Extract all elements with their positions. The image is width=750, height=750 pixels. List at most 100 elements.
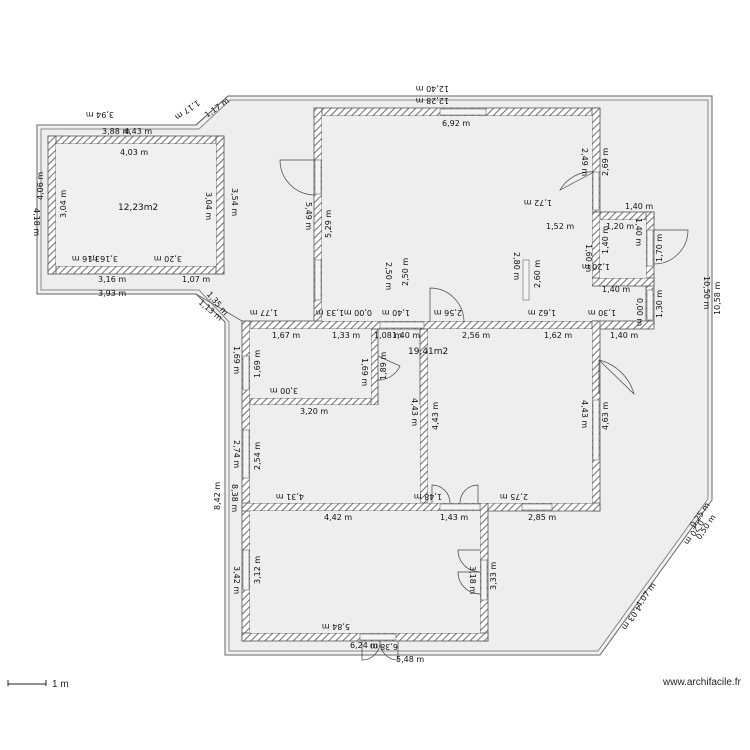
dim-label: 1,67 m <box>272 331 300 340</box>
dim-label: 3,20 m <box>154 254 182 263</box>
dim-label: 1,40 m <box>602 285 630 294</box>
dim-label: 1,69 m <box>253 350 262 378</box>
wall-openings <box>242 108 654 641</box>
area-label-hall: 19,41m2 <box>408 347 448 357</box>
diagonal-wall <box>195 95 229 126</box>
dim-label: 3,16 m <box>98 275 126 284</box>
dim-label: 2,50 m <box>401 258 410 286</box>
dim-label: 4,43 m <box>124 127 152 136</box>
dim-label: 2,80 m <box>512 252 521 280</box>
dim-label: 1,33 m <box>332 331 360 340</box>
scale-bar <box>7 680 47 686</box>
dim-label: 2,54 m <box>253 442 262 470</box>
dim-label: 1,07 m <box>182 275 210 284</box>
door-icon <box>379 640 399 661</box>
dim-label: 4,63 m <box>601 402 610 430</box>
door-icon <box>279 159 316 196</box>
dim-label: 2,49 m <box>580 148 589 176</box>
door-swings <box>279 159 689 661</box>
dim-label: 6,38 m <box>370 642 398 651</box>
area-label-garage: 12,23m2 <box>118 203 158 213</box>
dim-label: 4,42 m <box>324 513 352 522</box>
dim-label: 1,62 m <box>528 308 556 317</box>
dim-label: 1,77 m <box>250 308 278 317</box>
dim-label: 4,43 m <box>431 402 440 430</box>
dim-label: 12,40 m <box>416 84 449 93</box>
dim-label: 1,40 m <box>392 331 420 340</box>
dim-label: 0,00 m <box>344 308 372 317</box>
dim-label: 1,70 m <box>655 234 664 262</box>
dim-label: 8,38 m <box>230 484 239 512</box>
dim-label: 5,48 m <box>396 655 424 664</box>
dim-label: 6,24 m <box>350 641 378 650</box>
dim-label: 0,00 m <box>635 298 644 326</box>
scale-bar-label: 1 m <box>52 679 69 690</box>
dim-label: 1,40 m <box>634 218 643 246</box>
dim-label: 2,60 m <box>533 260 542 288</box>
dim-label: 1,43 m <box>440 513 468 522</box>
watermark: www.archifacile.fr <box>663 677 741 688</box>
dim-label: 1,17 m <box>173 98 201 122</box>
door-icon <box>598 359 635 396</box>
dim-label: 8,42 m <box>213 482 222 510</box>
dim-label: 3,18 m <box>468 566 477 594</box>
dim-label: 3,20 m <box>300 407 328 416</box>
dim-label: 4,06 m <box>36 172 45 200</box>
dim-label: 1,69 m <box>232 346 241 374</box>
dimension-labels: 12,40 m 12,28 m 6,92 m 1,17 m 1,17 m 3,9… <box>32 84 722 664</box>
dim-label: 1,72 m <box>524 198 552 207</box>
dim-label: 1,20 m <box>606 222 634 231</box>
dim-label: 1,40 m <box>382 308 410 317</box>
door-icon <box>429 287 465 323</box>
dim-label: 1,62 m <box>544 331 572 340</box>
dim-label: 3,42 m <box>232 566 241 594</box>
dim-label: 5,84 m <box>322 622 350 631</box>
dim-label: 1,33 m <box>316 308 344 317</box>
dim-label: 3,00 m <box>270 386 298 395</box>
door-icon <box>431 484 451 504</box>
dim-label: 12,28 m <box>416 96 449 105</box>
room-floors <box>250 116 646 633</box>
door-icon <box>457 571 481 595</box>
dim-label: 10,50 m <box>702 276 711 309</box>
garage-floor <box>56 144 216 266</box>
dim-label: 1,40 m <box>625 202 653 211</box>
dim-label: 2,56 m <box>462 331 490 340</box>
dim-label: 1,08 m <box>374 331 402 340</box>
dim-label: 4,43 m <box>410 398 419 426</box>
dim-label: 1,48 m <box>414 492 442 501</box>
dim-label: 3,12 m <box>253 556 262 584</box>
dim-label: 1,30 m <box>588 308 616 317</box>
dim-label: 3,54 m <box>230 188 239 216</box>
dim-label: 2,69 m <box>601 148 610 176</box>
dim-label: 5,49 m <box>304 202 313 230</box>
dim-label: 3,88 m <box>102 127 130 136</box>
dim-label: 1,60 m <box>584 244 593 272</box>
dim-label: 3,94 m <box>86 110 114 119</box>
dim-label: 10,58 m <box>713 282 722 315</box>
dim-label: 1,69 m <box>360 358 369 386</box>
dim-label: 1,52 m <box>546 222 574 231</box>
dim-label: 4,03 m <box>120 148 148 157</box>
dim-label: 3,04 m <box>59 190 68 218</box>
dim-label: 2,50 m <box>384 262 393 290</box>
dim-label: 1,89 m <box>379 352 388 380</box>
diagonal-wall <box>195 293 243 322</box>
dim-label: 2,74 m <box>232 440 241 468</box>
dim-label: 1,40 m <box>610 331 638 340</box>
dim-label: 4,31 m <box>276 492 304 501</box>
dim-label: 3,16 m <box>90 254 118 263</box>
dim-label: 5,29 m <box>324 210 333 238</box>
door-icon <box>559 171 595 191</box>
dim-label: 2,85 m <box>528 513 556 522</box>
dim-label: 1,30 m <box>655 290 664 318</box>
door-icon <box>459 484 479 504</box>
dim-label: 2,56 m <box>434 308 462 317</box>
dim-label: 3,16 m <box>72 254 100 263</box>
dim-label: 3,04 m <box>204 192 213 220</box>
dim-label: 3,33 m <box>489 562 498 590</box>
dim-label: 4,18 m <box>32 208 41 236</box>
door-icon <box>653 229 689 265</box>
dim-label: 2,75 m <box>500 492 528 501</box>
